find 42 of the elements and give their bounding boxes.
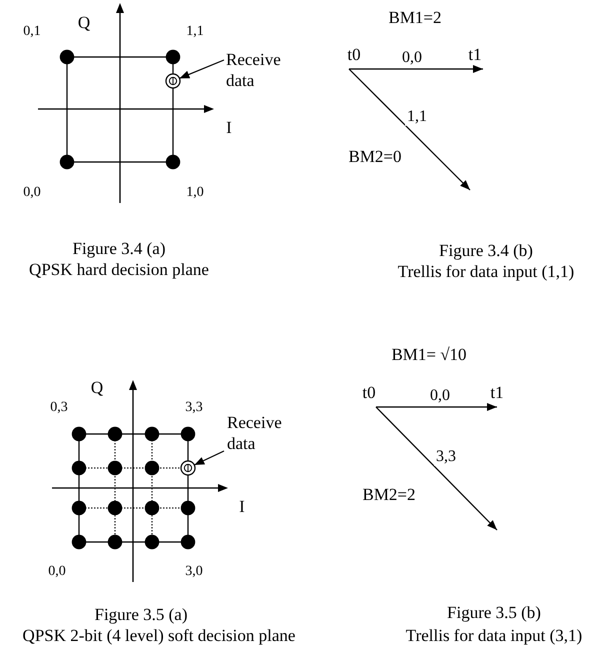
- point-label: 1,0: [186, 184, 204, 202]
- figure-caption: Figure 3.4 (a): [72, 239, 166, 259]
- point-label: 1,1: [186, 24, 204, 40]
- leader-arrow: [179, 59, 224, 79]
- point-label: 3,0: [185, 564, 203, 580]
- trellis-branch-arrow: [348, 68, 470, 190]
- time-label: t1: [468, 45, 482, 65]
- edge-label: 1,1: [405, 108, 429, 126]
- figure-caption: Trellis for data input (1,1): [398, 262, 574, 282]
- figure-caption: QPSK 2-bit (4 level) soft decision plane: [22, 626, 296, 646]
- received-point-icon: [165, 73, 181, 89]
- point-label: 0,3: [50, 400, 68, 416]
- point-label: 0,1: [23, 24, 41, 40]
- edge-label: 3,3: [434, 448, 458, 466]
- figure-caption: Figure 3.5 (b): [447, 603, 541, 623]
- figure-caption: QPSK hard decision plane: [29, 260, 209, 280]
- branch-metric-label: BM2=0: [348, 147, 402, 167]
- time-label: t1: [490, 383, 504, 403]
- trellis-branch-arrow: [376, 403, 497, 411]
- axis-label: I: [239, 497, 245, 517]
- figure-caption: Trellis for data input (3,1): [406, 626, 582, 646]
- time-label: t0: [362, 383, 376, 403]
- received-point-icon: [180, 460, 196, 476]
- time-label: t0: [347, 45, 361, 65]
- point-label: 0,0: [48, 564, 66, 580]
- figure-caption: Figure 3.4 (b): [439, 241, 533, 261]
- axis-label: Q: [78, 13, 90, 33]
- leader-arrow: [194, 450, 224, 466]
- trellis-branch-arrow: [349, 65, 483, 73]
- figure-caption: Figure 3.5 (a): [94, 605, 188, 625]
- branch-metric-label: BM2=2: [362, 485, 416, 505]
- edge-label: 0,0: [428, 386, 452, 406]
- trellis-branch-arrow: [376, 406, 498, 530]
- branch-metric-label: BM1= √10: [391, 345, 467, 365]
- point-label: 3,3: [185, 400, 203, 416]
- axis-label: Q: [90, 378, 104, 398]
- axis-label: I: [226, 118, 232, 138]
- edge-label: 0,0: [400, 48, 424, 68]
- callout-text: Receive data: [226, 49, 290, 91]
- point-label: 0,0: [23, 184, 41, 202]
- callout-text: Receive data: [227, 412, 291, 454]
- branch-metric-label: BM1=2: [388, 8, 442, 28]
